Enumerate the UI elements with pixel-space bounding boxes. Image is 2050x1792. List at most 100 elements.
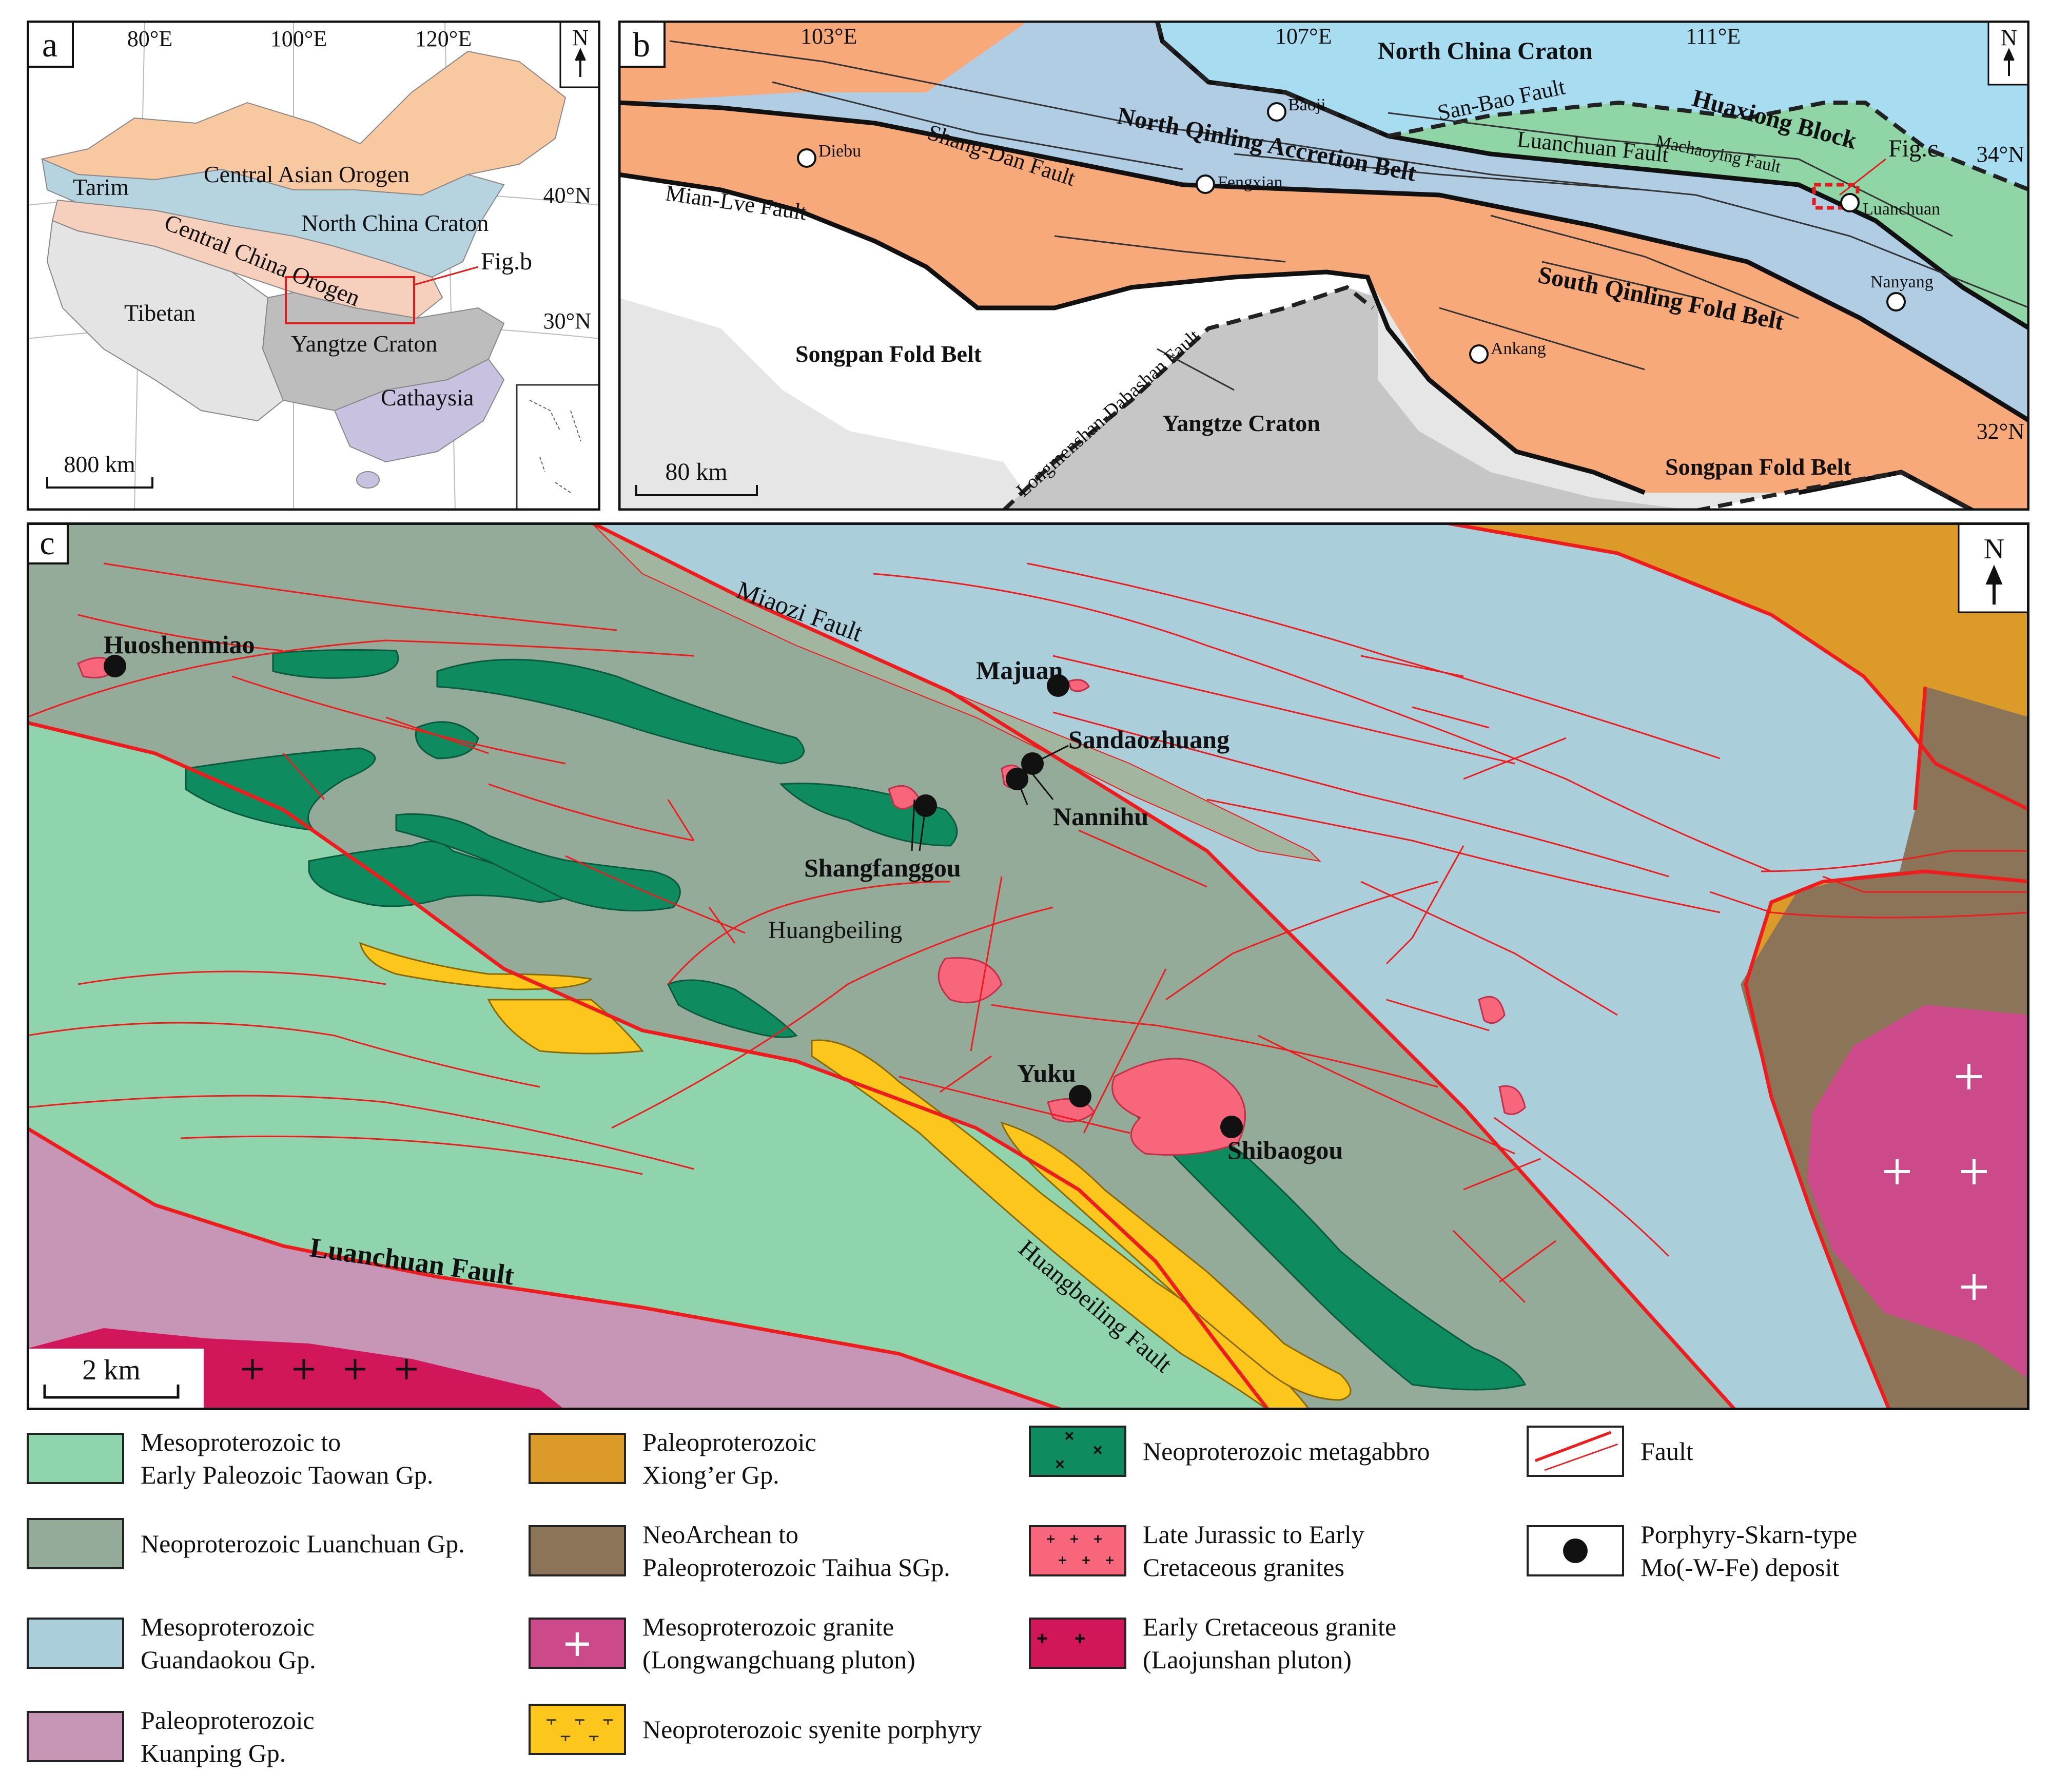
b-south-qinling-fold-belt [618, 103, 2029, 511]
legend-granite-jk: Late Jurassic to Early Cretaceous granit… [1029, 1518, 1364, 1584]
city-label-baoji: Baoji [1288, 95, 1326, 114]
fault-lines [27, 562, 2029, 1303]
panel-b-lon-111: 111°E [1686, 24, 1741, 49]
legend-xionger: Paleoproterozoic Xiong’er Gp. [529, 1426, 816, 1491]
deposit-label-sandaozhuang: Sandaozhuang [1068, 725, 1229, 754]
deposit-label-nannihu: Nannihu [1053, 802, 1148, 831]
legend-taowan: Mesoproterozoic to Early Paleozoic Taowa… [27, 1426, 433, 1491]
label-yangtze-craton: Yangtze Craton [291, 330, 437, 357]
panel-b-scale-label: 80 km [665, 458, 727, 485]
panel-a-lon-100: 100°E [270, 26, 327, 51]
legend-kuanping: Paleoproterozoic Kuanping Gp. [27, 1704, 315, 1769]
legend-text-longwangchuang: Mesoproterozoic granite (Longwangchuang … [642, 1612, 915, 1674]
panel-a-lon-120: 120°E [415, 26, 472, 51]
label-north-china-craton: North China Craton [301, 210, 489, 236]
longwangchuang-cross-symbols [1884, 1064, 1987, 1300]
b-yangtze-craton [1003, 287, 1696, 511]
panel-a-north-label: N [572, 25, 589, 50]
legend: Mesoproterozoic to Early Paleozoic Taowa… [0, 1411, 2050, 1792]
legend-text-granite-jk: Late Jurassic to Early Cretaceous granit… [1143, 1520, 1364, 1582]
panel-a-index-map: a N 80°E 100°E 120°E 40°N 30°N Tarim Cen… [27, 21, 600, 511]
deposit-label-yuku: Yuku [1017, 1059, 1076, 1087]
panel-b-lat-34: 34°N [1977, 142, 2024, 167]
legend-taihua: NeoArchean to Paleoproterozoic Taihua SG… [529, 1518, 950, 1584]
tibetan-area [46, 220, 284, 422]
legend-guandaokou: Mesoproterozoic Guandaokou Gp. [27, 1610, 316, 1676]
legend-text-kuanping: Paleoproterozoic Kuanping Gp. [141, 1706, 315, 1767]
city-nanyang [1886, 292, 1906, 311]
legend-swatch-kuanping [27, 1711, 124, 1762]
panel-c-north-label: N [1984, 533, 2004, 565]
legend-text-luanchuan-gp: Neoproterozoic Luanchuan Gp. [141, 1529, 465, 1558]
panel-c-scale-label: 2 km [82, 1354, 141, 1386]
legend-longwangchuang: Mesoproterozoic granite (Longwangchuang … [529, 1610, 915, 1676]
south-china-sea-inset [516, 384, 600, 511]
label-tarim: Tarim [73, 174, 129, 200]
label-fig-b: Fig.b [481, 248, 532, 275]
city-label-nanyang: Nanyang [1870, 272, 1934, 291]
panel-c-scale-bar [43, 1385, 180, 1399]
fig-b-extent-box [285, 276, 415, 324]
deposit-markers [104, 655, 1243, 1138]
panel-a-label: a [42, 25, 57, 64]
legend-swatch-granite-jk [1029, 1525, 1126, 1576]
legend-text-deposit: Porphyry-Skarn-type Mo(-W-Fe) deposit [1641, 1520, 1858, 1582]
city-ankang [1469, 344, 1489, 364]
panel-c-label: c [40, 524, 54, 562]
legend-text-fault: Fault [1641, 1437, 1693, 1466]
legend-laojunshan: Early Cretaceous granite (Laojunshan plu… [1029, 1610, 1396, 1676]
panel-b-north-arrow-icon [2003, 48, 2015, 76]
panel-b-lon-107: 107°E [1275, 24, 1332, 49]
label-cathaysia: Cathaysia [381, 384, 474, 411]
panel-b-scale-bar [635, 485, 758, 496]
legend-text-taowan: Mesoproterozoic to Early Paleozoic Taowa… [141, 1428, 434, 1489]
legend-swatch-xionger [529, 1433, 626, 1484]
legend-text-syenite: Neoproterozoic syenite porphyry [642, 1715, 982, 1744]
deposit-icon [1563, 1538, 1588, 1563]
city-label-luanchuan: Luanchuan [1863, 200, 1940, 219]
legend-text-taihua: NeoArchean to Paleoproterozoic Taihua SG… [642, 1520, 950, 1582]
panel-c-north-arrow-icon [1985, 564, 2003, 605]
legend-swatch-syenite [529, 1704, 626, 1755]
syenite-porphyry-bodies [359, 942, 1352, 1410]
label-tibetan: Tibetan [124, 300, 196, 326]
hainan-island [356, 471, 380, 489]
panel-b-north-label: N [2001, 25, 2017, 50]
legend-deposit: Porphyry-Skarn-type Mo(-W-Fe) deposit [1527, 1518, 1857, 1584]
city-baoji [1267, 102, 1286, 122]
panel-b-lon-103: 103°E [801, 24, 857, 49]
b-label-north-china-craton: North China Craton [1378, 37, 1593, 65]
city-fengxian [1196, 174, 1215, 194]
legend-text-metagabbro: Neoproterozoic metagabbro [1143, 1437, 1430, 1466]
panel-a-lon-80: 80°E [127, 26, 172, 51]
cathaysia-area [334, 358, 505, 463]
place-label-huangbeiling: Huangbeiling [768, 917, 902, 944]
unit-kuanping-gp [27, 1128, 1063, 1410]
legend-swatch-laojunshan [1029, 1618, 1126, 1669]
city-label-diebu: Diebu [818, 142, 861, 161]
b-songpan-east [1696, 472, 1973, 511]
legend-swatch-fault [1527, 1426, 1624, 1477]
b-label-songpan-east: Songpan Fold Belt [1665, 454, 1852, 480]
b-north-qinling-belt [618, 21, 2029, 421]
legend-swatch-deposit [1527, 1525, 1624, 1576]
legend-metagabbro: Neoproterozoic metagabbro [1029, 1426, 1430, 1477]
legend-swatch-taihua [529, 1525, 626, 1576]
legend-text-guandaokou: Mesoproterozoic Guandaokou Gp. [141, 1612, 316, 1674]
panel-a-scale-label: 800 km [64, 451, 135, 477]
deposit-label-shangfanggou: Shangfanggou [804, 853, 961, 882]
legend-swatch-metagabbro [1029, 1426, 1126, 1477]
panel-a-north-arrow-icon [575, 48, 586, 77]
deposit-label-majuan: Majuan [976, 656, 1063, 685]
label-fig-c: Fig.c [1888, 135, 1938, 162]
panel-a-scale-bar [46, 477, 153, 489]
panel-a-lat-40: 40°N [543, 183, 591, 208]
metagabbro-bodies [185, 649, 1527, 1391]
deposit-label-shibaogou: Shibaogou [1227, 1136, 1343, 1164]
deposit-label-huoshenmiao: Huoshenmiao [104, 630, 255, 659]
city-label-ankang: Ankang [1491, 339, 1546, 358]
panel-b-label: b [633, 25, 650, 64]
legend-swatch-longwangchuang [529, 1618, 626, 1669]
b-label-yangtze: Yangtze Craton [1162, 410, 1320, 436]
legend-swatch-luanchuan-gp [27, 1518, 124, 1569]
